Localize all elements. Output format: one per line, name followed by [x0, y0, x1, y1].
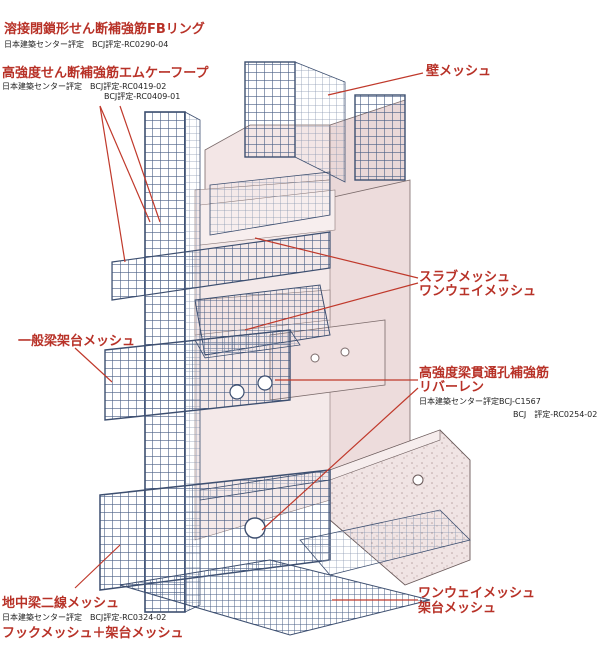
slab-mesh-label: スラブメッシュ	[419, 270, 511, 285]
fb-ring-title: 溶接閉鎖形せん断補強筋FBリング	[4, 22, 205, 37]
wall-mesh-label: 壁メッシュ	[426, 64, 492, 79]
foundation-beam-title: 地中梁二線メッシュ	[2, 596, 120, 611]
rebar-meshes	[99, 61, 471, 636]
rebaren-cert-1: 日本建築センター評定BCJ-C1567	[419, 397, 541, 406]
leader-lines	[74, 72, 424, 601]
em-hoop-cert-2: BCJ評定-RC0409-01	[104, 92, 181, 101]
rebaren-cert-2: BCJ 評定-RC0254-02	[513, 410, 598, 419]
em-hoop-cert-1: 日本建築センター評定 BCJ評定-RC0419-02	[2, 82, 167, 91]
oneway-cage-label-1: ワンウェイメッシュ	[418, 586, 536, 601]
rebaren-title: 高強度梁貫通孔補強筋	[419, 366, 550, 381]
oneway-cage-label-2: 架台メッシュ	[418, 601, 497, 616]
hook-mesh-label: フックメッシュ＋架台メッシュ	[2, 626, 184, 641]
oneway-mesh-label: ワンウェイメッシュ	[419, 284, 537, 299]
foundation-beam-cert: 日本建築センター評定 BCJ評定-RC0324-02	[2, 613, 167, 622]
em-hoop-title: 高強度せん断補強筋エムケーフープ	[2, 66, 209, 81]
rebaren-name: リバーレン	[419, 380, 485, 395]
fb-ring-cert: 日本建築センター評定 BCJ評定-RC0290-04	[4, 40, 169, 49]
beam-cage-label: 一般梁架台メッシュ	[18, 334, 136, 349]
